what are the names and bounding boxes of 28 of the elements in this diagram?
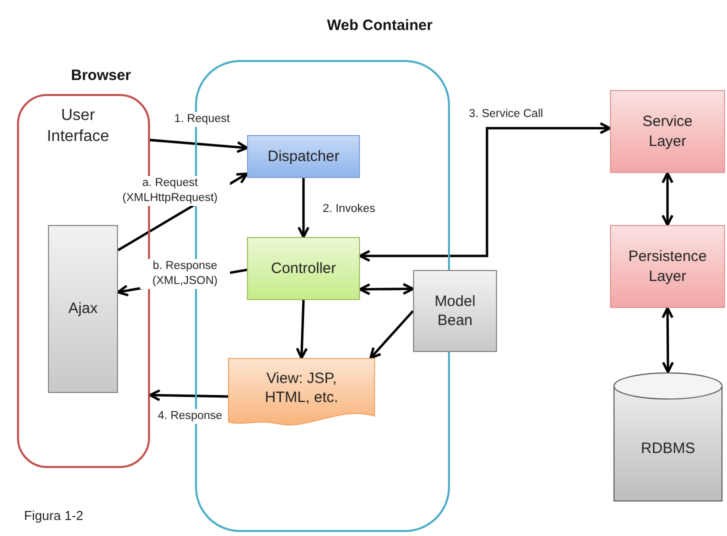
- node-label: Model Bean: [434, 292, 476, 330]
- arrow: [150, 138, 248, 154]
- arrow: [369, 310, 414, 360]
- figure-caption: Figura 1-2: [24, 508, 84, 523]
- node-label: Service Layer: [641, 112, 694, 151]
- container-heading: Web Container: [327, 16, 433, 36]
- arrow: [662, 172, 674, 226]
- arrow: [358, 122, 612, 262]
- arrow: [298, 178, 310, 238]
- component-box: [413, 270, 497, 352]
- arrow: [148, 389, 228, 402]
- node-label: Ajax: [68, 299, 98, 319]
- container-heading: Browser: [71, 66, 132, 86]
- node-label: Controller: [270, 258, 336, 278]
- layer-box: [610, 225, 725, 308]
- node-label: User Interface: [46, 106, 110, 147]
- layer-box: [610, 90, 725, 173]
- arrow: [296, 300, 308, 360]
- process-box: [247, 237, 360, 300]
- node-label: Persistence Layer: [627, 247, 708, 286]
- node-label: View: JSP, HTML, etc.: [264, 368, 340, 408]
- process-box: [247, 135, 360, 178]
- edge-label: b. Response (XML,JSON): [140, 259, 230, 289]
- arrow: [358, 282, 414, 296]
- node-label: RDBMS: [640, 439, 696, 459]
- arrow: [662, 306, 674, 374]
- component-box: [48, 225, 118, 393]
- node-label: Dispatcher: [268, 146, 340, 166]
